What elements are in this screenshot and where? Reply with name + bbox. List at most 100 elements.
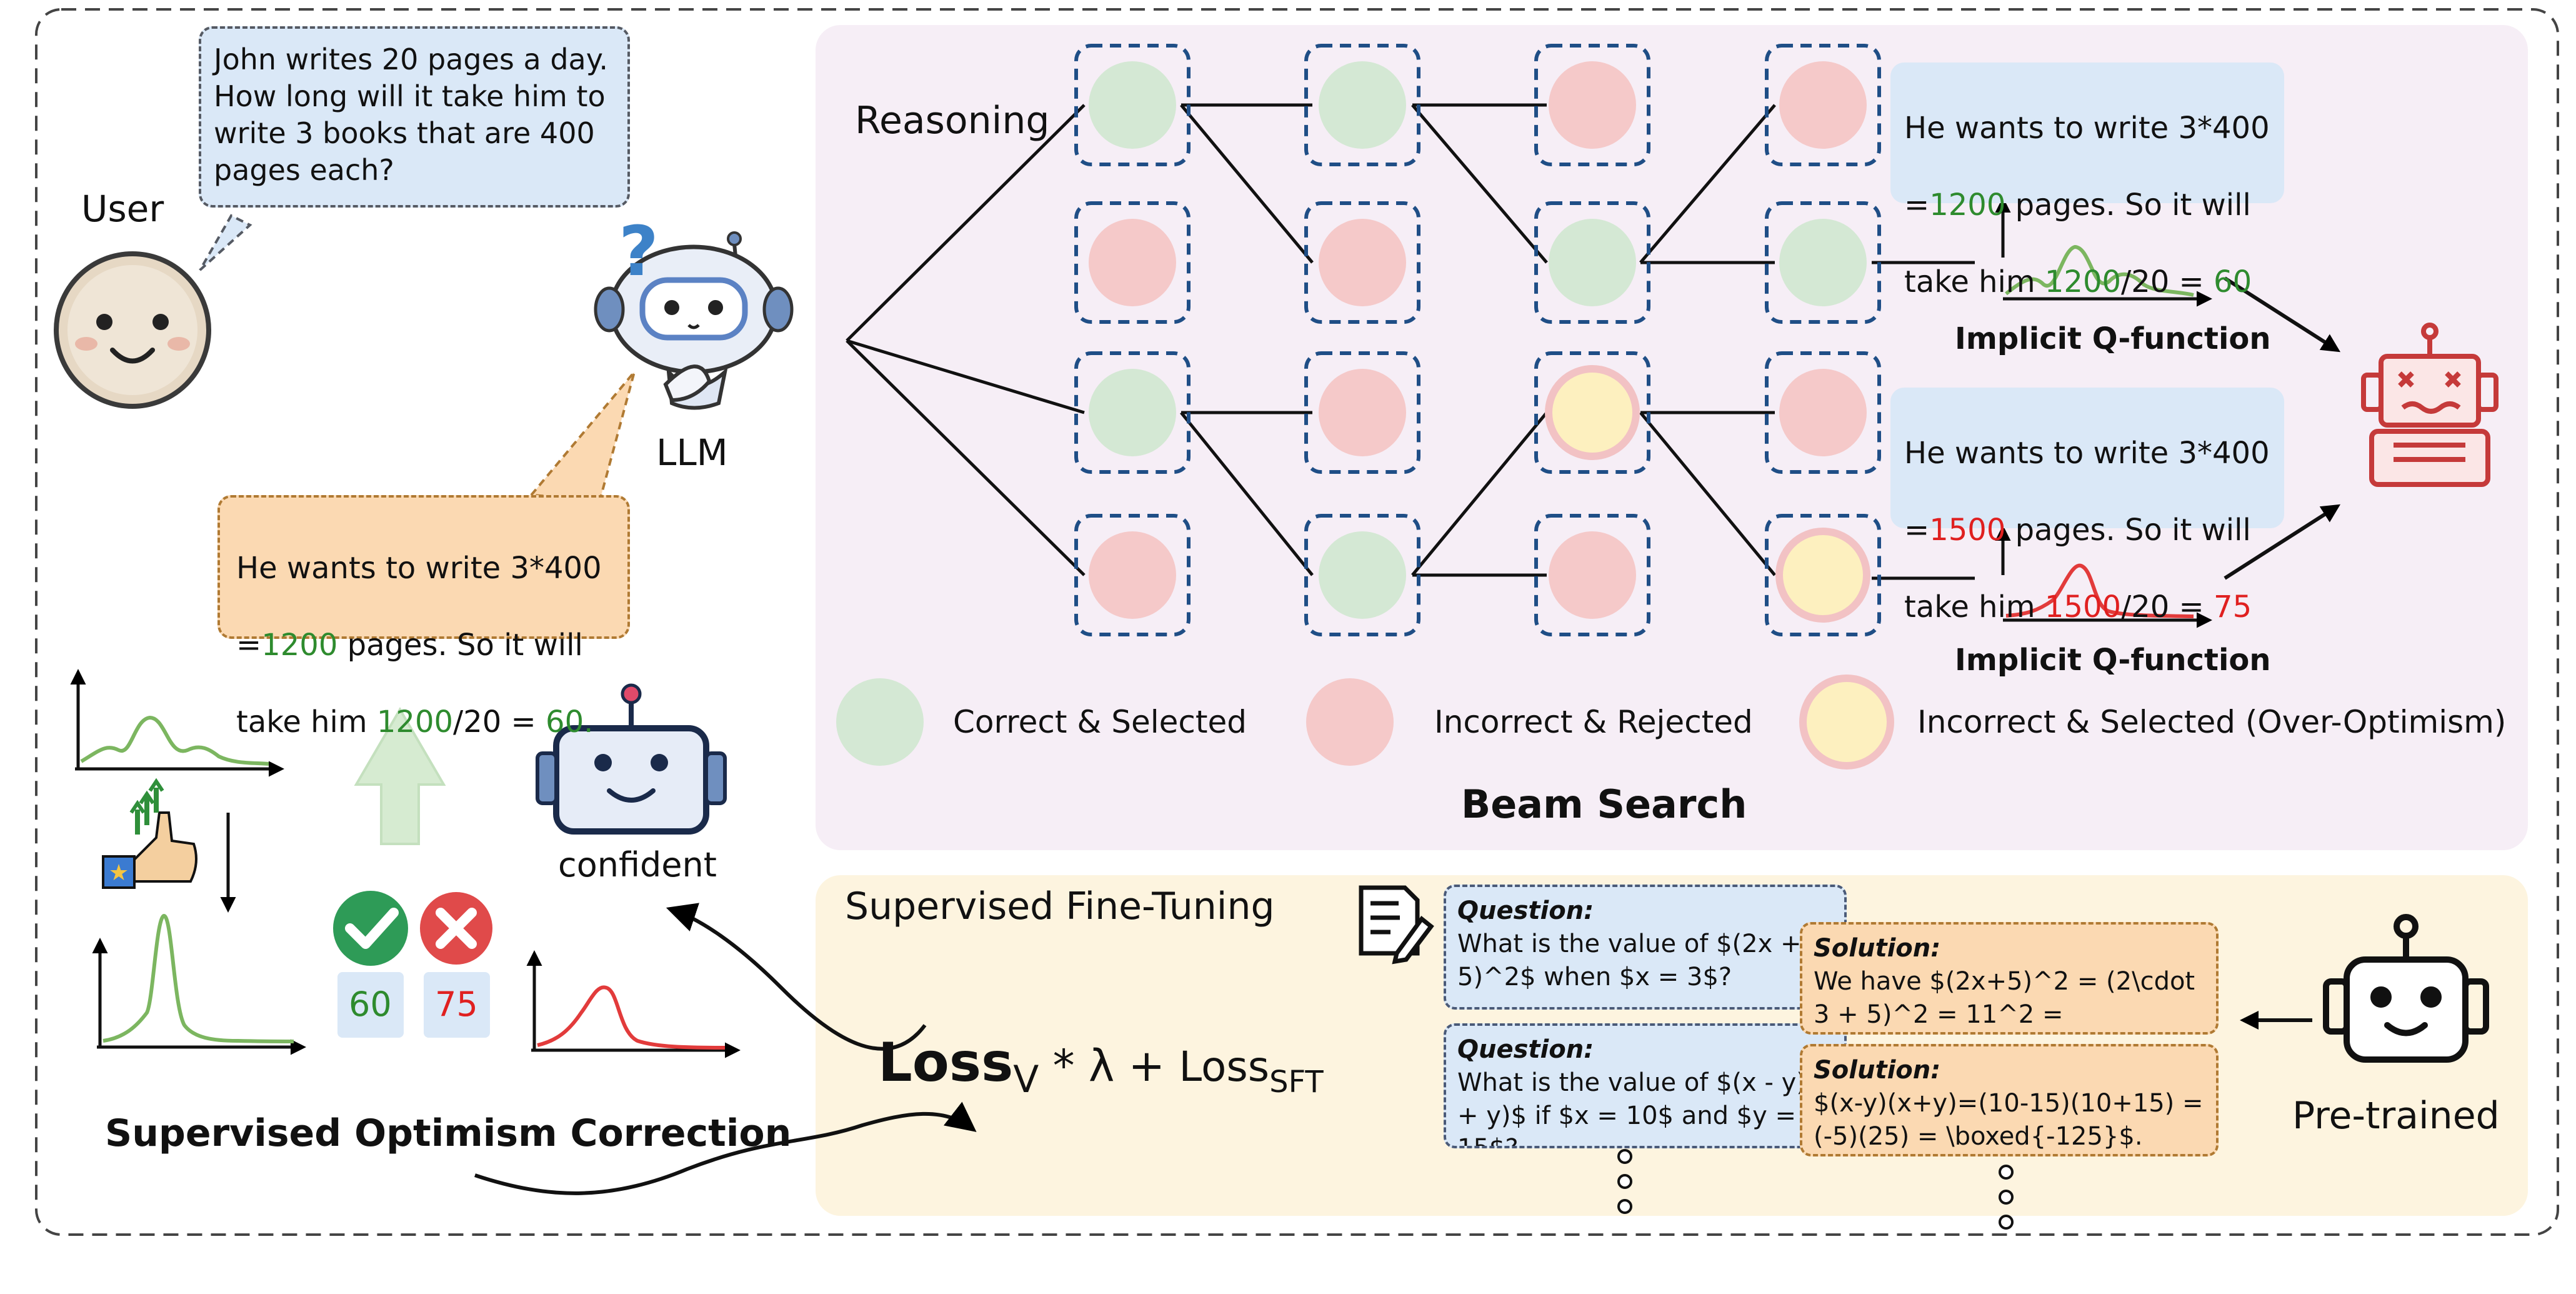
- beam-node-box: [1304, 514, 1420, 636]
- beam-search-panel: [816, 25, 2528, 850]
- beam-node-incorrect: [1779, 61, 1867, 149]
- arrow-to-robot-bottom: [2224, 504, 2341, 580]
- beam-node-correct: [1549, 219, 1636, 306]
- answer-l3-num: 1200: [376, 705, 454, 740]
- continuation-dots-right: [1999, 1165, 2014, 1230]
- bottom-answer-line-1: He wants to write 3*400: [1904, 436, 2270, 471]
- top-l3-b: /20 =: [2121, 264, 2214, 300]
- beam-node-incorrect: [1319, 369, 1406, 456]
- pretrained-robot-icon: [2323, 914, 2489, 1063]
- llm-label: LLM: [656, 431, 728, 474]
- legend-correct-label: Correct & Selected: [953, 704, 1247, 740]
- bottom-l3-res: 75: [2214, 589, 2252, 625]
- top-answer-line-3: take him 1200/20 = 60: [1904, 263, 2270, 301]
- solution-card-2: Solution: $(x-y)(x+y)=(10-15)(10+15) = (…: [1800, 1044, 2219, 1156]
- beam-node-box: [1534, 44, 1650, 166]
- user-avatar: [54, 251, 211, 409]
- answer-line-2: =1200 pages. So it will: [236, 626, 611, 665]
- qfunc-top-chart: [2003, 244, 2212, 307]
- arrow-to-robot-top: [2224, 276, 2341, 353]
- answer-l2-a: =: [236, 628, 262, 663]
- bottom-answer-line-2: =1500 pages. So it will: [1904, 511, 2270, 549]
- beam-edges: [846, 103, 1975, 580]
- beam-node-box: [1534, 514, 1650, 636]
- bottom-l3-b: /20 =: [2121, 589, 2214, 625]
- beam-node-box: [1304, 351, 1420, 474]
- beam-nodes: [1074, 44, 1881, 636]
- top-answer-line-2: =1200 pages. So it will: [1904, 186, 2270, 224]
- soc-chart-red: [526, 950, 741, 1058]
- beam-node-incorrect: [1779, 369, 1867, 456]
- user-label: User: [81, 188, 164, 230]
- loss-sft-sub: SFT: [1269, 1065, 1324, 1100]
- s1-body: We have $(2x+5)^2 = (2\cdot 3 + 5)^2 = 1…: [1814, 966, 2195, 1029]
- bottom-answer-line-3: take him 1500/20 = 75: [1904, 588, 2270, 626]
- beam-node-box: [1765, 44, 1881, 166]
- q2-body: What is the value of $(x - y)(x + y)$ if…: [1457, 1068, 1830, 1146]
- document-icon: [1359, 885, 1434, 965]
- bottom-l3-num: 1500: [2044, 589, 2122, 625]
- legend-correct-marker: [836, 678, 924, 766]
- top-l3-a: take him: [1904, 264, 2045, 300]
- reasoning-label: Reasoning: [855, 99, 1050, 143]
- confident-robot-icon: [536, 683, 727, 835]
- score-wrong: 75: [435, 985, 478, 1024]
- answer-l2-b: pages. So it will: [337, 628, 583, 663]
- check-icon: [333, 891, 408, 966]
- legend-incorrect-label: Incorrect & Rejected: [1434, 704, 1753, 740]
- beam-node-box: [1074, 351, 1191, 474]
- bottom-l2-a: =: [1904, 513, 1930, 548]
- score-wrong-box: [424, 972, 490, 1038]
- answer-l3-a: take him: [236, 705, 377, 740]
- beam-node-incorrect: [1089, 219, 1176, 306]
- answer-l2-num: 1200: [261, 628, 338, 663]
- beam-node-correct: [1319, 61, 1406, 149]
- bottom-l3-a: take him: [1904, 589, 2045, 625]
- bottom-answer-box: He wants to write 3*400 =1500 pages. So …: [1890, 388, 2284, 624]
- top-l3-num: 1200: [2044, 264, 2122, 300]
- beam-node-box: [1534, 351, 1650, 474]
- solution-card-1: Solution: We have $(2x+5)^2 = (2\cdot 3 …: [1800, 922, 2219, 1035]
- loss-v-main: Loss: [878, 1031, 1014, 1094]
- beam-search-title: Beam Search: [1461, 781, 1747, 827]
- confident-label: confident: [558, 845, 717, 885]
- beam-node-box: [1074, 201, 1191, 324]
- beam-node-correct: [1779, 219, 1867, 306]
- top-l2-num: 1200: [1929, 188, 2006, 223]
- beam-node-box: [1765, 201, 1881, 324]
- top-answer-box: He wants to write 3*400 =1200 pages. So …: [1890, 63, 2284, 299]
- cross-icon: [420, 892, 492, 965]
- beam-node-incorrect: [1549, 531, 1636, 619]
- continuation-dots-left: [1617, 1149, 1632, 1214]
- faded-up-arrow-icon: [354, 707, 446, 845]
- legend-overopt-marker: [1799, 675, 1894, 770]
- beam-node-correct: [1089, 61, 1176, 149]
- answer-bubble-tail: [528, 371, 636, 502]
- confused-robot-icon: [2361, 323, 2499, 487]
- legend-markers: [836, 675, 1894, 770]
- top-l2-b: pages. So it will: [2005, 188, 2251, 223]
- pretrained-label: Pre-trained: [2292, 1094, 2500, 1138]
- beam-node-box: [1074, 514, 1191, 636]
- beam-node-incorrect: [1319, 219, 1406, 306]
- s2-body: $(x-y)(x+y)=(10-15)(10+15) = (-5)(25) = …: [1814, 1088, 2204, 1151]
- question-bubble-tail: [199, 214, 252, 271]
- llm-robot-icon: [594, 231, 794, 410]
- beam-node-incorrect: [1549, 61, 1636, 149]
- qfunc-label-top: Implicit Q-function: [1955, 321, 2271, 356]
- answer-bubble: He wants to write 3*400 =1200 pages. So …: [217, 495, 630, 740]
- score-correct-box: [337, 972, 404, 1038]
- beam-node-box: [1304, 44, 1420, 166]
- s1-head: Solution:: [1814, 934, 1941, 963]
- answer-line-1: He wants to write 3*400: [236, 551, 602, 586]
- legend-overopt-label: Incorrect & Selected (Over-Optimism): [1917, 704, 2507, 740]
- beam-node-overoptimism: [1775, 528, 1870, 623]
- beam-node-box: [1534, 201, 1650, 324]
- beam-node-box: [1765, 351, 1881, 474]
- curve-arrow-to-confident: [666, 903, 927, 1051]
- loss-sft-main: Loss: [1179, 1043, 1270, 1091]
- soc-chart-bottom: [92, 913, 306, 1055]
- answer-line-3: take him 1200/20 = 60.: [236, 703, 611, 741]
- question-bubble: John writes 20 pages a day. How long wil…: [199, 26, 630, 208]
